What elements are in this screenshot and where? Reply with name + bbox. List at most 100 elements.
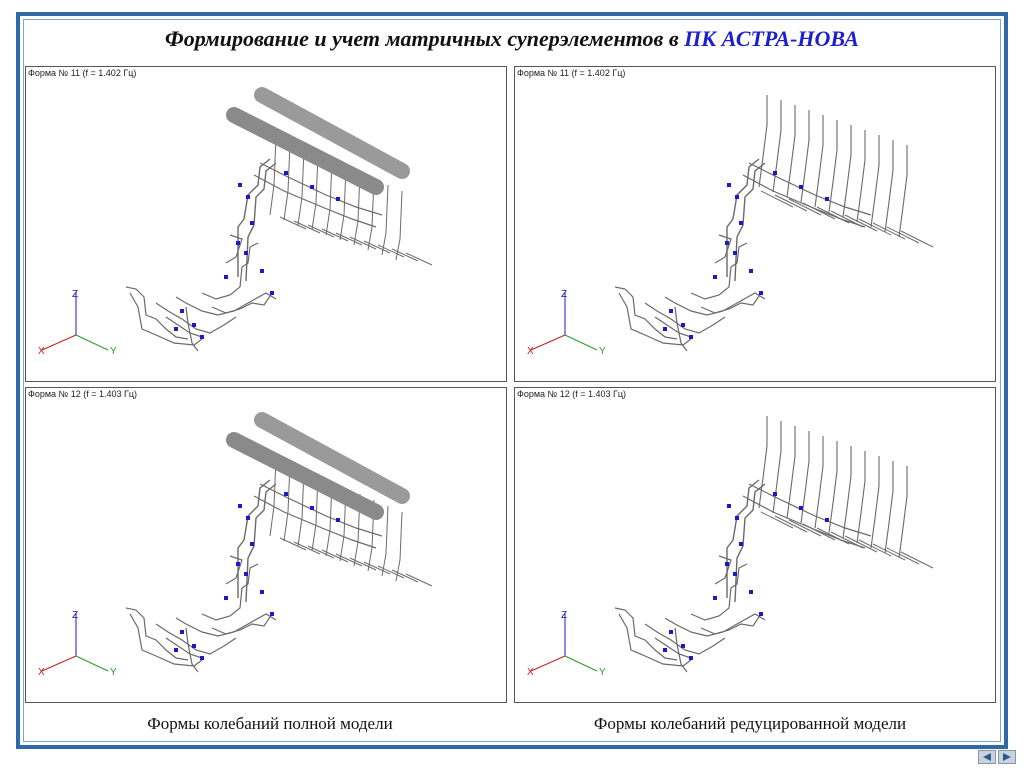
pipeline-model-view: ZYX [527, 95, 934, 357]
pipe-segment [259, 483, 383, 537]
header-drum [226, 432, 384, 520]
pipe-segment [772, 100, 782, 193]
x-axis-label: X [38, 346, 45, 357]
pipe-segment [283, 463, 291, 542]
pipe-segment [125, 607, 189, 661]
pipe-support [284, 492, 288, 496]
pipe-segment [185, 627, 199, 673]
pipe-segment [654, 316, 692, 338]
next-slide-icon [1003, 753, 1011, 761]
pipe-segment [353, 172, 361, 246]
pipe-support [260, 590, 264, 594]
pipe-support [663, 648, 667, 652]
pipe-segment [748, 162, 872, 216]
pipe-segment [816, 527, 850, 545]
pipe-support [773, 171, 777, 175]
pipe-segment [758, 95, 768, 188]
pipe-segment [245, 483, 277, 603]
pipe-segment [225, 234, 243, 264]
pipe-segment [381, 184, 389, 256]
y-axis-line [75, 655, 109, 672]
pipe-segment [788, 519, 822, 537]
pipe-segment [760, 190, 794, 208]
pipe-support [725, 562, 729, 566]
pipe-segment [211, 292, 273, 314]
pipe-support [825, 197, 829, 201]
pipe-segment [690, 563, 748, 621]
pipe-support [192, 323, 196, 327]
pipe-support [174, 327, 178, 331]
pipe-segment [259, 162, 383, 216]
pipe-segment [772, 421, 782, 514]
pipe-segment [816, 206, 850, 224]
pipe-support [250, 542, 254, 546]
pipe-support [238, 504, 242, 508]
pipe-support [236, 562, 240, 566]
pipe-segment [734, 483, 766, 603]
pipe-segment [321, 228, 349, 242]
pipe-segment [644, 623, 726, 655]
pipe-segment [786, 426, 796, 519]
pipe-segment [325, 160, 333, 236]
pipe-support [759, 291, 763, 295]
pipe-support [825, 518, 829, 522]
pipe-support [799, 506, 803, 510]
pipe-segment [774, 515, 808, 533]
pipe-support [244, 572, 248, 576]
pipe-segment [760, 511, 794, 529]
pipe-segment [830, 210, 864, 228]
caption-reduced-model: Формы колебаний редуцированной модели [593, 714, 907, 733]
prev-slide-button[interactable] [978, 750, 996, 764]
pipe-segment [654, 637, 692, 659]
header-drum [254, 412, 410, 504]
pipe-support [270, 291, 274, 295]
pipe-segment [870, 135, 880, 228]
pipe-support [749, 269, 753, 273]
pipe-segment [900, 551, 934, 569]
pipe-segment [185, 306, 199, 352]
pipe-support [799, 185, 803, 189]
pipe-segment [872, 222, 906, 240]
panel-label: Форма № 12 (f = 1.403 Гц) [28, 389, 138, 399]
pipe-segment [884, 140, 894, 233]
x-axis-label: X [527, 667, 534, 678]
pipe-support [336, 518, 340, 522]
pipe-support [759, 612, 763, 616]
pipe-support [725, 241, 729, 245]
pipe-segment [674, 306, 688, 352]
pipe-support [310, 185, 314, 189]
pipeline-drawing: ZYX [38, 87, 433, 357]
pipe-segment [884, 461, 894, 554]
pipe-support [739, 542, 743, 546]
pipe-segment [714, 555, 732, 585]
pipe-segment [395, 190, 403, 261]
pipe-segment [802, 523, 836, 541]
pipe-segment [748, 483, 872, 537]
x-axis-line [530, 334, 566, 351]
pipe-segment [349, 236, 377, 250]
pipeline-drawing: ZYX [527, 416, 934, 678]
pipe-segment [269, 136, 277, 216]
pipe-support [739, 221, 743, 225]
pipe-support [713, 596, 717, 600]
pipe-segment [674, 627, 688, 673]
pipe-support [180, 309, 184, 313]
pipe-segment [201, 242, 259, 300]
pipeline-model-view: ZYX [38, 87, 433, 357]
pipe-support [236, 241, 240, 245]
next-slide-button[interactable] [998, 750, 1016, 764]
pipe-support [244, 251, 248, 255]
pipe-segment [786, 105, 796, 198]
pipe-segment [377, 565, 405, 579]
pipe-segment [614, 607, 678, 661]
title-main: Формирование и учет матричных суперэлеме… [165, 26, 679, 51]
pipe-segment [155, 623, 237, 655]
pipe-segment [377, 244, 405, 258]
pipe-segment [886, 226, 920, 244]
pipe-support [735, 516, 739, 520]
pipe-segment [788, 198, 822, 216]
pipe-support [270, 612, 274, 616]
pipeline-drawing: ZYX [38, 412, 433, 678]
